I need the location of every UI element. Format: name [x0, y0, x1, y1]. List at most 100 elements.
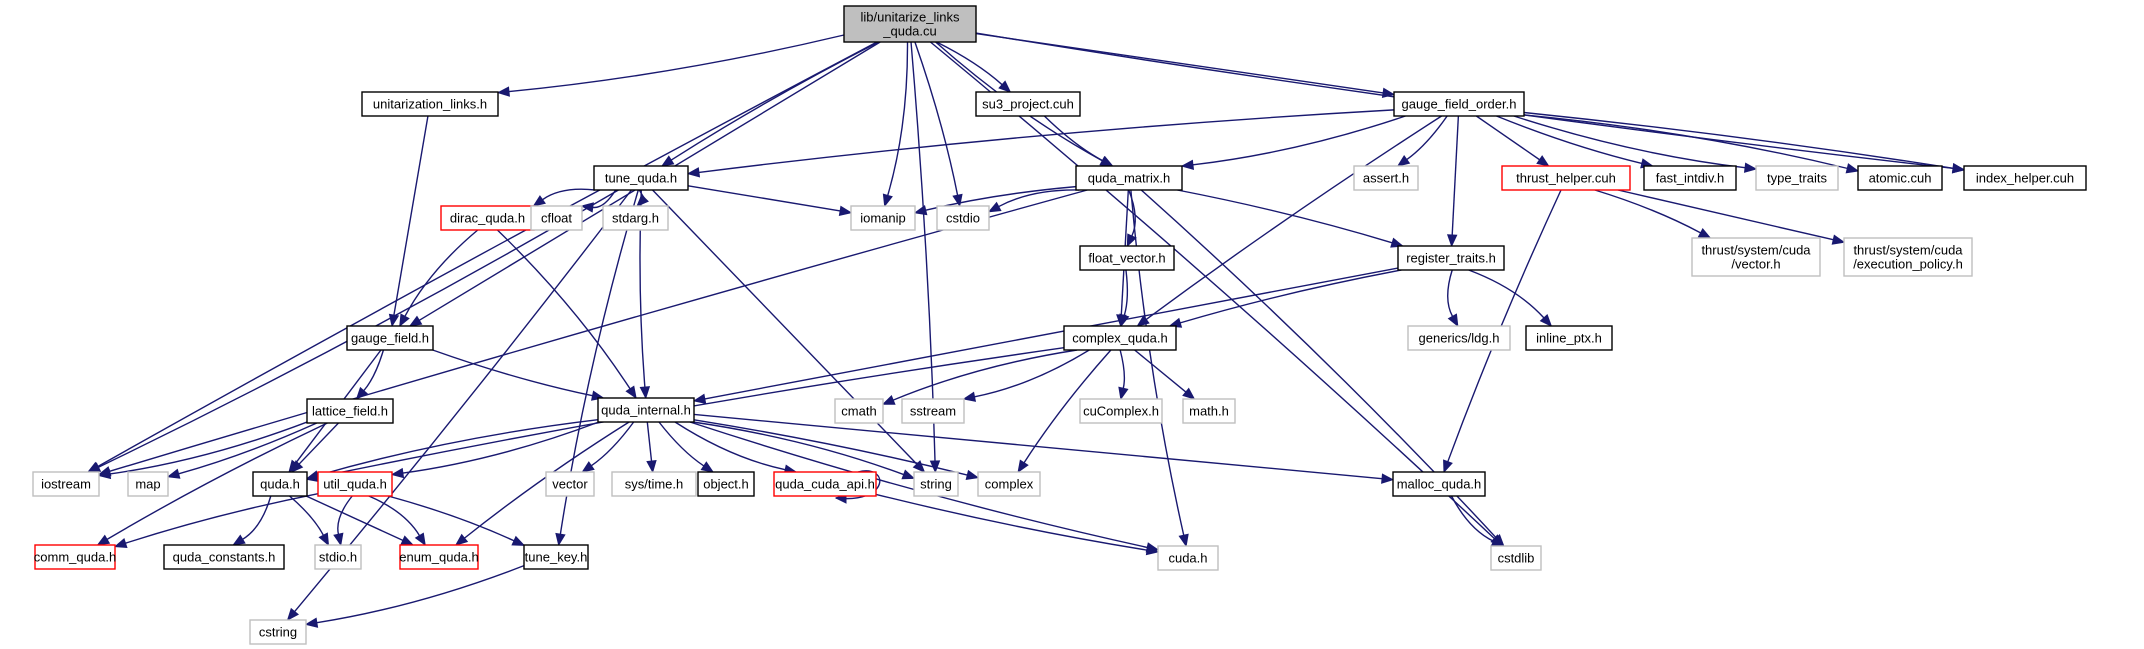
node-label: stdarg.h [612, 211, 659, 226]
edge-root-to-iomanip [882, 41, 909, 208]
edge-quda_internal-to-enum_quda [454, 421, 630, 546]
node-label: unitarization_links.h [373, 97, 487, 112]
node-box [127, 471, 169, 497]
edge-line [936, 41, 1003, 86]
file-node-thrust-helper[interactable]: thrust_helper.cuh [1501, 165, 1631, 191]
edge-complex_quda-to-sstream [962, 349, 1090, 402]
node-box [913, 471, 959, 497]
file-node-dirac-quda[interactable]: dirac_quda.h [440, 205, 535, 231]
node-box [936, 205, 990, 231]
edge-line [670, 41, 879, 161]
arrowhead [96, 534, 111, 546]
node-box [399, 544, 479, 570]
arrowhead [454, 533, 469, 546]
edge-float_vector-to-complex_quda [1119, 269, 1130, 328]
node-box [593, 165, 689, 191]
file-node-unitarization-links[interactable]: unitarization_links.h [361, 91, 499, 117]
file-node-comm-quda[interactable]: comm_quda.h [34, 544, 116, 570]
arrowhead [555, 532, 566, 547]
file-node-sstream: sstream [901, 398, 965, 424]
edge-line [337, 495, 353, 535]
file-node-object[interactable]: object.h [697, 471, 755, 497]
node-box [1843, 237, 1973, 277]
file-node-quda[interactable]: quda.h [252, 471, 308, 497]
arrowhead [636, 194, 649, 207]
file-node-complex-quda[interactable]: complex_quda.h [1063, 325, 1177, 351]
node-box [1157, 545, 1219, 571]
edge-line [125, 492, 319, 544]
file-node-map: map [127, 471, 169, 497]
node-box [850, 205, 916, 231]
node-label: sys/time.h [625, 477, 684, 492]
edge-line [693, 419, 968, 476]
edge-line [1475, 115, 1540, 161]
file-node-assert: assert.h [1353, 165, 1419, 191]
node-box [252, 471, 308, 497]
edge-register_traits-to-generics_ldg [1447, 269, 1459, 328]
node-box [314, 544, 362, 570]
nodes-layer: lib/unitarize_links_quda.cu unitarization… [32, 5, 2087, 645]
arrowhead [318, 532, 330, 547]
arrowhead [1539, 313, 1553, 327]
file-node-float-vector[interactable]: float_vector.h [1079, 245, 1175, 271]
node-box [1392, 471, 1486, 497]
arrowhead [692, 393, 707, 404]
root-file-node[interactable]: lib/unitarize_links_quda.cu [843, 5, 977, 43]
file-node-math: math.h [1182, 398, 1236, 424]
edge-line [97, 41, 878, 468]
edge-line [368, 495, 421, 536]
arrowhead [625, 385, 637, 400]
edge-line [464, 421, 630, 539]
edge-line [106, 422, 328, 541]
node-label: register_traits.h [1406, 251, 1496, 266]
file-node-sys-time: sys/time.h [611, 471, 697, 497]
file-node-tune-key[interactable]: tune_key.h [523, 544, 589, 570]
edge-line [542, 188, 596, 201]
node-label: cstdio [946, 211, 980, 226]
node-box [1691, 237, 1821, 277]
node-label: fast_intdiv.h [1656, 171, 1724, 186]
node-label: inline_ptx.h [1536, 331, 1602, 346]
node-box [249, 619, 307, 645]
edge-line [305, 495, 404, 542]
edge-line [1128, 189, 1136, 237]
edge-gauge_field_order-to-index_helper [1523, 111, 1966, 174]
file-node-quda-internal[interactable]: quda_internal.h [597, 397, 695, 423]
node-label: map [135, 477, 160, 492]
file-node-fast-intdiv[interactable]: fast_intdiv.h [1643, 165, 1737, 191]
node-label: cuComplex.h [1083, 404, 1159, 419]
edge-line [835, 470, 881, 500]
edge-quda_internal-to-complex [693, 419, 980, 481]
file-node-quda-matrix[interactable]: quda_matrix.h [1075, 165, 1183, 191]
file-node-tune-quda[interactable]: tune_quda.h [593, 165, 689, 191]
file-node-register-traits[interactable]: register_traits.h [1397, 245, 1505, 271]
file-node-malloc-quda[interactable]: malloc_quda.h [1392, 471, 1486, 497]
node-label: cstring [259, 625, 297, 640]
file-node-su3-project[interactable]: su3_project.cuh [975, 91, 1081, 117]
edge-line [910, 41, 936, 462]
node-label: lattice_field.h [312, 404, 388, 419]
arrowhead [987, 201, 1002, 213]
edge-tune_quda-to-string [652, 189, 926, 473]
edge-line [1123, 269, 1129, 316]
file-node-util-quda[interactable]: util_quda.h [317, 471, 393, 497]
file-node-quda-constants[interactable]: quda_constants.h [163, 544, 285, 570]
file-node-gauge-field-order[interactable]: gauge_field_order.h [1393, 91, 1525, 117]
file-node-inline-ptx[interactable]: inline_ptx.h [1525, 325, 1613, 351]
arrowhead [232, 534, 246, 546]
node-label: thrust/system/cuda [1853, 243, 1963, 258]
arrowhead [882, 193, 893, 208]
file-node-enum-quda[interactable]: enum_quda.h [399, 544, 479, 570]
arrowhead [838, 205, 853, 217]
file-node-quda-cuda-api[interactable]: quda_cuda_api.h [773, 471, 877, 497]
node-label: index_helper.cuh [1976, 171, 2074, 186]
file-node-cfloat: cfloat [530, 205, 583, 231]
node-label: su3_project.cuh [982, 97, 1074, 112]
edge-line [998, 189, 1080, 208]
arrowhead [1446, 234, 1458, 248]
edge-quda-to-enum_quda [305, 495, 415, 546]
file-node-index-helper[interactable]: index_helper.cuh [1963, 165, 2087, 191]
file-node-lattice-field[interactable]: lattice_field.h [306, 398, 394, 424]
file-node-atomic[interactable]: atomic.cuh [1857, 165, 1943, 191]
file-node-gauge-field[interactable]: gauge_field.h [346, 325, 434, 351]
